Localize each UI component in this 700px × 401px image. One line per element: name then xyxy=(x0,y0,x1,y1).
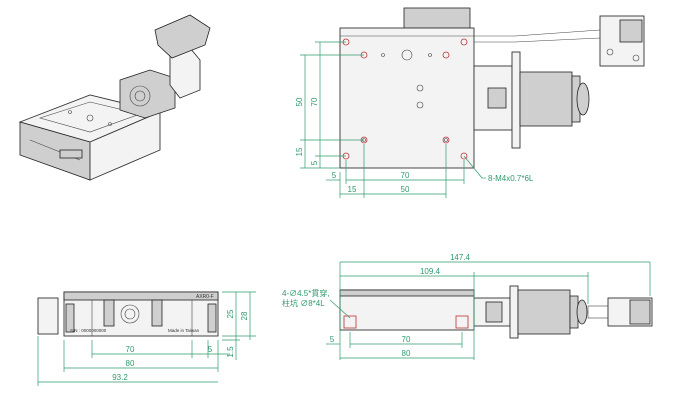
dim-front-h-70: 70 xyxy=(126,345,135,354)
dim-front-h-93-2: 93.2 xyxy=(112,373,128,382)
dim-top-v-15: 15 xyxy=(295,147,304,156)
dim-top-h-15: 15 xyxy=(348,185,357,194)
dim-top-h-70: 70 xyxy=(401,171,410,180)
label-serial: S/N : 0000000000 xyxy=(70,328,107,333)
dim-top-v-5: 5 xyxy=(310,160,319,165)
dim-side-h-80: 80 xyxy=(402,349,411,358)
dim-front-h-5: 5 xyxy=(208,345,213,354)
label-made-in: Made in Taiwan xyxy=(168,328,200,333)
top-view: 50 70 15 5 5 70 15 50 8-M4x0.7*6L xyxy=(295,7,645,198)
dim-top-h-5: 5 xyxy=(332,171,337,180)
dim-front-h-80: 80 xyxy=(126,359,135,368)
dim-top-h-50: 50 xyxy=(401,185,410,194)
callout-mounting-holes: 8-M4x0.7*6L xyxy=(488,174,534,183)
dim-front-v-1-5: 1.5 xyxy=(226,346,235,358)
label-model: AXR0-F xyxy=(196,294,214,300)
dim-top-v-50: 50 xyxy=(295,97,304,106)
dim-side-h-5: 5 xyxy=(330,335,335,344)
dim-front-v-25: 25 xyxy=(226,309,235,318)
callout-counterbore: 柱坑 ∅8*4L xyxy=(282,298,325,308)
dim-side-h-109-4: 109.4 xyxy=(420,267,441,276)
front-view: AXR0-F S/N : 0000000000 Made in Taiwan 7… xyxy=(37,291,256,386)
side-view: 147.4 109.4 4-∅4.5*貫穿, 柱坑 ∅8*4L 5 70 80 xyxy=(282,253,653,360)
dim-side-h-147-4: 147.4 xyxy=(450,253,471,262)
callout-through-holes: 4-∅4.5*貫穿, xyxy=(282,288,330,298)
dim-side-h-70: 70 xyxy=(402,335,411,344)
isometric-view xyxy=(18,14,211,181)
dim-front-v-28: 28 xyxy=(240,311,249,320)
dim-top-v-70: 70 xyxy=(310,97,319,106)
